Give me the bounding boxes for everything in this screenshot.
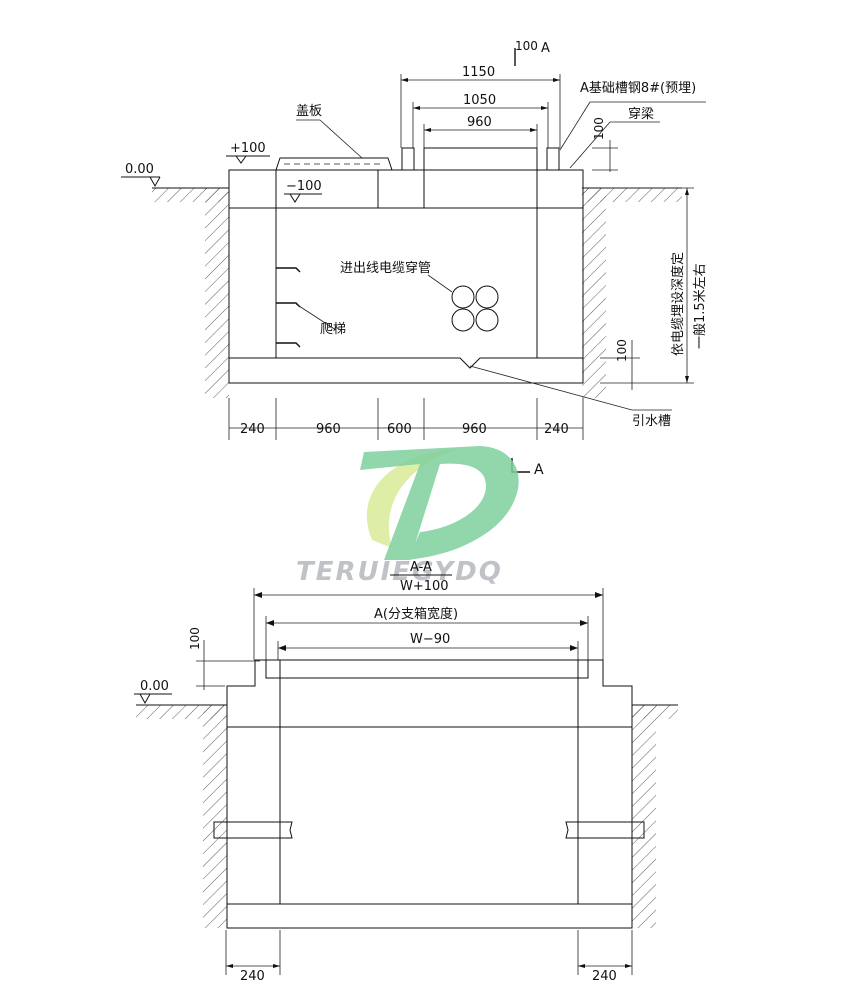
dim-bottom-100: 100 — [615, 339, 629, 362]
soil-ground-left-top — [152, 188, 229, 202]
watermark-logo: TERUIEGYDQ — [296, 446, 519, 587]
top-drawing: 100 A 1150 1050 960 A基础槽钢8#(预埋) 盖板 穿梁 10… — [121, 39, 708, 478]
depth-label-2: 一般1.5米左右 — [692, 263, 708, 349]
soil-ground-right-bottom — [632, 705, 678, 719]
dim-100-bottom: 100 — [188, 627, 202, 650]
conduit-leader — [427, 274, 453, 293]
soil-ground-left-bottom — [136, 705, 227, 719]
soil-right-top — [582, 188, 606, 398]
level-minus-100: −100 — [286, 179, 322, 194]
beam-top — [423, 147, 538, 171]
conduit-2 — [475, 285, 499, 309]
label-ladder: 爬梯 — [320, 322, 346, 337]
brick-wall-left-bottom — [226, 726, 281, 905]
dim-w90: W−90 — [410, 632, 450, 647]
cable-conduits — [427, 274, 499, 332]
brick-wall-left-top — [228, 207, 277, 359]
ladder-rung-3 — [276, 342, 301, 348]
cover-beam-bottom — [265, 659, 589, 679]
ladder-rung-1 — [276, 267, 301, 273]
brick-wall-right-top — [536, 207, 584, 359]
cover-plate-handle — [275, 157, 393, 171]
watermark-text: TERUIEGYDQ — [296, 557, 503, 587]
dim-1150: 1150 — [462, 65, 495, 80]
wall-conduit-right — [565, 821, 645, 839]
dim-a-width: A(分支箱宽度) — [374, 606, 458, 622]
level-zero-bottom-mark — [139, 693, 151, 705]
label-beam: 穿梁 — [628, 106, 654, 122]
dim-w100: W+100 — [400, 579, 449, 594]
beam-post-left — [401, 147, 415, 171]
bottom-dimensions — [196, 588, 633, 975]
section-title: A-A — [410, 560, 432, 575]
top-dimensions — [228, 48, 706, 473]
soil-right-bottom — [632, 705, 656, 928]
dim-1050: 1050 — [463, 93, 496, 108]
dim-beam-100: 100 — [592, 117, 606, 140]
bottom-dim-5: 240 — [544, 422, 569, 437]
level-zero-bottom: 0.00 — [140, 679, 169, 694]
cap-left-bottom — [226, 659, 281, 728]
soil-left-bottom — [203, 705, 227, 928]
cap-right-bottom — [577, 659, 633, 728]
conduit-1 — [451, 285, 475, 309]
logo-yellow-swoosh — [366, 448, 462, 548]
ladder-leader — [295, 303, 337, 331]
dim-240-left: 240 — [240, 969, 265, 984]
bottom-dim-2: 960 — [316, 422, 341, 437]
top-marker-dim: 100 — [515, 39, 538, 53]
top-marker-a: A — [541, 41, 550, 56]
label-cover-plate: 盖板 — [296, 104, 322, 119]
ladder-rung-2 — [276, 302, 301, 308]
bottom-dim-3: 600 — [387, 422, 412, 437]
depth-label-1: 依电缆埋设深度定 — [670, 252, 686, 356]
bottom-drawing: A-A W+100 — [134, 560, 678, 984]
conduit-4 — [475, 308, 499, 332]
soil-ground-right-top — [582, 188, 682, 202]
dim-960-top: 960 — [467, 115, 492, 130]
dim-240-right: 240 — [592, 969, 617, 984]
cap-mid-top — [377, 169, 425, 209]
cap-right-top — [536, 169, 584, 209]
bottom-slab-bottom — [226, 903, 633, 929]
label-cable-conduit: 进出线电缆穿管 — [340, 260, 431, 276]
brick-wall-right-bottom — [577, 726, 633, 905]
bottom-dim-1: 240 — [240, 422, 265, 437]
soil-left-top — [205, 188, 229, 398]
logo-green-d — [360, 446, 519, 560]
bottom-marker-a: A — [534, 462, 544, 478]
label-drain: 引水槽 — [632, 414, 671, 429]
cap-left-top — [228, 169, 277, 209]
bottom-slab-top — [228, 357, 584, 384]
beam-post-right — [546, 147, 560, 171]
wall-conduit-left — [213, 821, 293, 839]
label-channel-steel: A基础槽钢8#(预埋) — [580, 81, 696, 96]
conduit-3 — [451, 308, 475, 332]
bottom-dim-4: 960 — [462, 422, 487, 437]
level-zero-top: 0.00 — [125, 162, 154, 177]
level-plus-100: +100 — [230, 141, 266, 156]
level-marks-top — [121, 155, 322, 203]
